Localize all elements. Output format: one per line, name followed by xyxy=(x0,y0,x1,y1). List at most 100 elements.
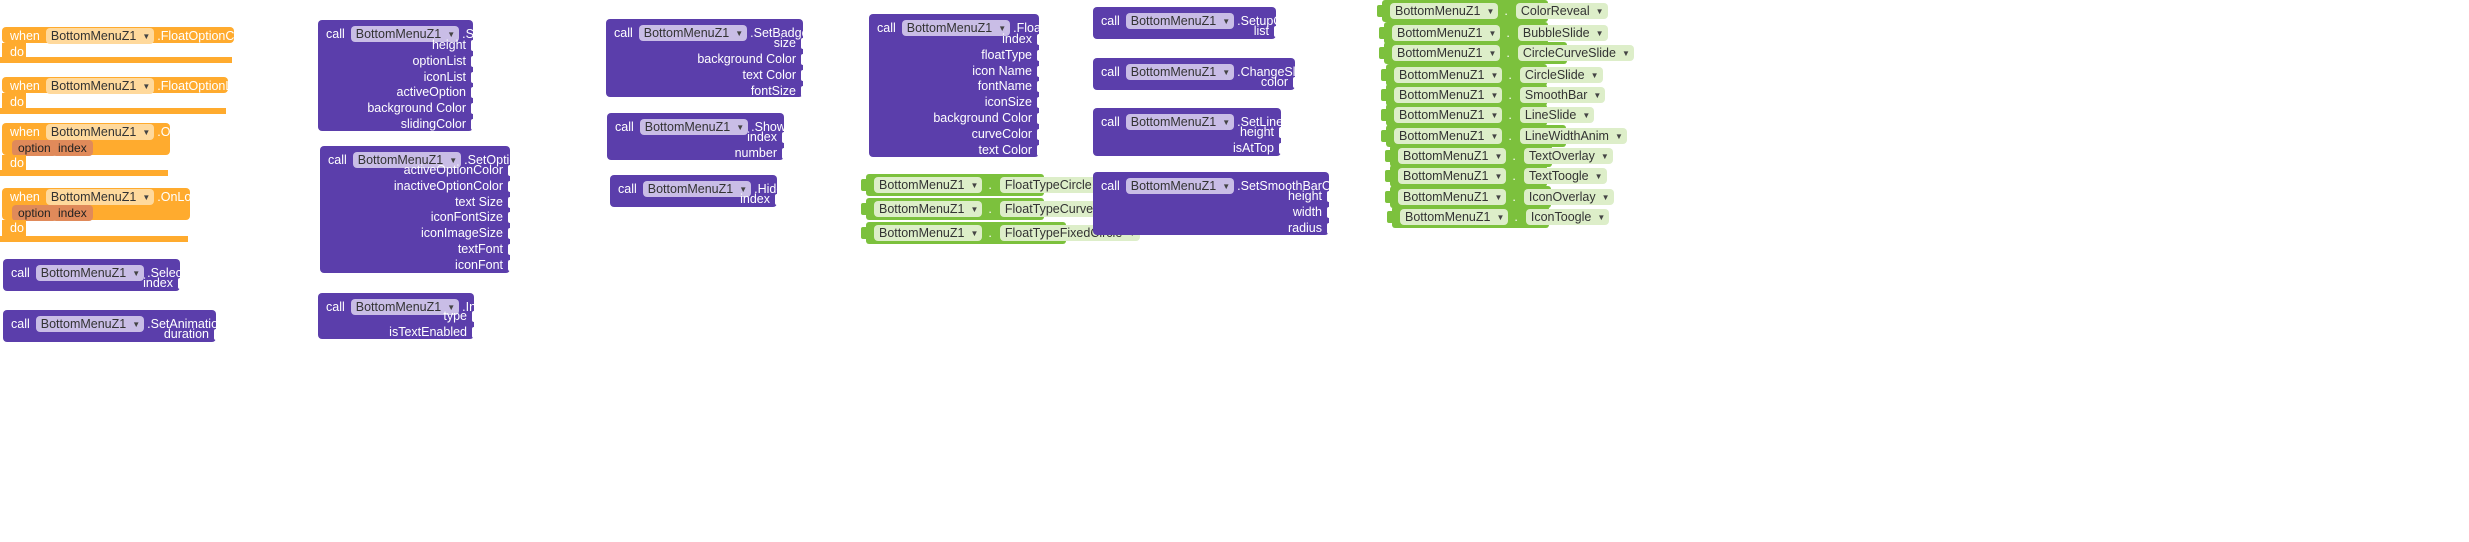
property-dropdown[interactable]: SmoothBar▼ xyxy=(1519,87,1606,103)
component-dropdown[interactable]: BottomMenuZ1▼ xyxy=(1125,178,1235,194)
param-socket[interactable]: number xyxy=(735,145,788,161)
param-socket[interactable]: duration xyxy=(164,326,220,342)
event-on-clicked[interactable]: when BottomMenuZ1▼ .OnClicked option ind… xyxy=(2,123,218,156)
param-socket[interactable]: activeOption xyxy=(397,84,477,100)
component-dropdown[interactable]: BottomMenuZ1▼ xyxy=(1392,25,1501,41)
param-socket[interactable]: icon Name xyxy=(972,63,1043,79)
param-socket[interactable]: height xyxy=(432,37,477,53)
call-set-smooth-bar-card-property[interactable]: call BottomMenuZ1▼ .SetSmoothBarCardProp… xyxy=(1093,172,1396,235)
getter-float-type-curve[interactable]: BottomMenuZ1▼ . FloatTypeCurve▼ xyxy=(861,198,1112,220)
component-dropdown[interactable]: BottomMenuZ1▼ xyxy=(1392,45,1501,61)
property-dropdown[interactable]: TextOverlay▼ xyxy=(1523,148,1613,164)
call-set-optional-data[interactable]: call BottomMenuZ1▼ .SetOptionalData acti… xyxy=(320,146,559,273)
component-dropdown[interactable]: BottomMenuZ1▼ xyxy=(1398,168,1507,184)
component-dropdown[interactable]: BottomMenuZ1▼ xyxy=(352,152,462,168)
call-setup-color-list[interactable]: call BottomMenuZ1▼ .SetupColorList list xyxy=(1093,7,1323,39)
component-dropdown[interactable]: BottomMenuZ1▼ xyxy=(350,299,460,315)
param-socket[interactable]: text Color xyxy=(743,67,807,83)
getter-float-type-fixed-circle[interactable]: BottomMenuZ1▼ . FloatTypeFixedCircle▼ xyxy=(861,222,1141,244)
param-socket[interactable]: inactiveOptionColor xyxy=(394,178,514,194)
getter-style-bubble-slide[interactable]: BottomMenuZ1▼ . BubbleSlide▼ xyxy=(1379,22,1608,44)
component-dropdown[interactable]: BottomMenuZ1▼ xyxy=(639,119,749,135)
param-socket[interactable]: iconSize xyxy=(985,94,1043,110)
component-dropdown[interactable]: BottomMenuZ1▼ xyxy=(1400,209,1509,225)
component-dropdown[interactable]: BottomMenuZ1▼ xyxy=(874,177,983,193)
param-socket[interactable]: optionList xyxy=(412,53,477,69)
property-dropdown[interactable]: IconOverlay▼ xyxy=(1523,189,1614,205)
property-dropdown[interactable]: CircleCurveSlide▼ xyxy=(1517,45,1634,61)
call-set-data[interactable]: call BottomMenuZ1▼ .SetData height optio… xyxy=(318,20,511,132)
property-dropdown[interactable]: LineWidthAnim▼ xyxy=(1519,128,1627,144)
getter-style-smooth-bar[interactable]: BottomMenuZ1▼ . SmoothBar▼ xyxy=(1381,84,1606,106)
event-float-option-long-clicked[interactable]: when BottomMenuZ1▼ .FloatOptionLongClick… xyxy=(2,77,294,94)
param-socket[interactable]: text Color xyxy=(979,142,1043,158)
component-dropdown[interactable]: BottomMenuZ1▼ xyxy=(45,28,155,44)
param-socket[interactable]: size xyxy=(774,35,807,51)
param-socket[interactable]: iconImageSize xyxy=(421,225,514,241)
param-socket[interactable]: height xyxy=(1240,124,1285,140)
call-set-animation-duration[interactable]: call BottomMenuZ1▼ .SetAnimationDuration… xyxy=(3,310,272,342)
param-socket[interactable]: fontSize xyxy=(751,83,807,99)
component-dropdown[interactable]: BottomMenuZ1▼ xyxy=(1394,128,1503,144)
param-socket[interactable]: isTextEnabled xyxy=(389,324,478,340)
param-socket[interactable]: isAtTop xyxy=(1233,140,1285,156)
param-socket[interactable]: index xyxy=(143,275,184,291)
param-index-chip[interactable]: index xyxy=(52,205,93,221)
component-dropdown[interactable]: BottomMenuZ1▼ xyxy=(45,189,155,205)
getter-style-text-overlay[interactable]: BottomMenuZ1▼ . TextOverlay▼ xyxy=(1385,145,1613,167)
param-socket[interactable]: list xyxy=(1254,23,1280,39)
component-dropdown[interactable]: BottomMenuZ1▼ xyxy=(1394,107,1503,123)
getter-float-type-circle[interactable]: BottomMenuZ1▼ . FloatTypeCircle▼ xyxy=(861,174,1110,196)
param-socket[interactable]: width xyxy=(1293,204,1333,220)
call-select-option[interactable]: call BottomMenuZ1▼ .SelectOption index xyxy=(3,259,222,291)
component-dropdown[interactable]: BottomMenuZ1▼ xyxy=(1398,148,1507,164)
call-float-option[interactable]: call BottomMenuZ1▼ .FloatOption index fl… xyxy=(869,14,1081,158)
getter-style-circle-curve-slide[interactable]: BottomMenuZ1▼ . CircleCurveSlide▼ xyxy=(1379,42,1634,64)
component-dropdown[interactable]: BottomMenuZ1▼ xyxy=(35,316,145,332)
param-socket[interactable]: textFont xyxy=(458,241,514,257)
component-dropdown[interactable]: BottomMenuZ1▼ xyxy=(1125,114,1235,130)
param-socket[interactable]: iconFontSize xyxy=(431,209,514,225)
component-dropdown[interactable]: BottomMenuZ1▼ xyxy=(1125,13,1235,29)
component-dropdown[interactable]: BottomMenuZ1▼ xyxy=(638,25,748,41)
param-socket[interactable]: fontName xyxy=(978,78,1043,94)
property-dropdown[interactable]: LineSlide▼ xyxy=(1519,107,1595,123)
param-socket[interactable]: activeOptionColor xyxy=(404,162,514,178)
property-dropdown[interactable]: FloatTypeCircle▼ xyxy=(999,177,1110,193)
getter-style-icon-toogle[interactable]: BottomMenuZ1▼ . IconToogle▼ xyxy=(1387,206,1610,228)
event-float-option-clicked[interactable]: when BottomMenuZ1▼ .FloatOptionClicked xyxy=(2,27,266,44)
param-option-chip[interactable]: option xyxy=(12,205,57,221)
param-socket[interactable]: floatType xyxy=(981,47,1043,63)
param-socket[interactable]: type xyxy=(443,308,478,324)
event-on-long-clicked[interactable]: when BottomMenuZ1▼ .OnLongClicked option… xyxy=(2,188,246,221)
component-dropdown[interactable]: BottomMenuZ1▼ xyxy=(874,225,983,241)
param-socket[interactable]: index xyxy=(740,191,781,207)
component-dropdown[interactable]: BottomMenuZ1▼ xyxy=(350,26,460,42)
param-socket[interactable]: curveColor xyxy=(972,126,1043,142)
component-dropdown[interactable]: BottomMenuZ1▼ xyxy=(642,181,752,197)
property-dropdown[interactable]: CircleSlide▼ xyxy=(1519,67,1603,83)
call-show-badges[interactable]: call BottomMenuZ1▼ .ShowBadges index num… xyxy=(607,113,828,161)
property-dropdown[interactable]: ColorReveal▼ xyxy=(1515,3,1608,19)
property-dropdown[interactable]: TextToogle▼ xyxy=(1523,168,1607,184)
param-socket[interactable]: text Size xyxy=(455,194,514,210)
param-socket[interactable]: height xyxy=(1288,188,1333,204)
call-set-line-property[interactable]: call BottomMenuZ1▼ .SetLineProperty heig… xyxy=(1093,108,1330,156)
param-socket[interactable]: iconList xyxy=(424,69,477,85)
param-socket[interactable]: index xyxy=(747,129,788,145)
param-socket[interactable]: iconFont xyxy=(455,257,514,273)
param-option-chip[interactable]: option xyxy=(12,140,57,156)
component-dropdown[interactable]: BottomMenuZ1▼ xyxy=(45,78,155,94)
component-dropdown[interactable]: BottomMenuZ1▼ xyxy=(1125,64,1235,80)
param-socket[interactable]: slidingColor xyxy=(401,116,477,132)
call-hide-badge[interactable]: call BottomMenuZ1▼ .HideBadge index xyxy=(610,175,819,207)
component-dropdown[interactable]: BottomMenuZ1▼ xyxy=(1394,87,1503,103)
component-dropdown[interactable]: BottomMenuZ1▼ xyxy=(45,124,155,140)
getter-style-icon-overlay[interactable]: BottomMenuZ1▼ . IconOverlay▼ xyxy=(1385,186,1614,208)
component-dropdown[interactable]: BottomMenuZ1▼ xyxy=(35,265,145,281)
component-dropdown[interactable]: BottomMenuZ1▼ xyxy=(1394,67,1503,83)
getter-style-text-toogle[interactable]: BottomMenuZ1▼ . TextToogle▼ xyxy=(1385,165,1607,187)
param-socket[interactable]: index xyxy=(1002,31,1043,47)
getter-style-line-width-anim[interactable]: BottomMenuZ1▼ . LineWidthAnim▼ xyxy=(1381,125,1627,147)
param-socket[interactable]: background Color xyxy=(933,110,1043,126)
